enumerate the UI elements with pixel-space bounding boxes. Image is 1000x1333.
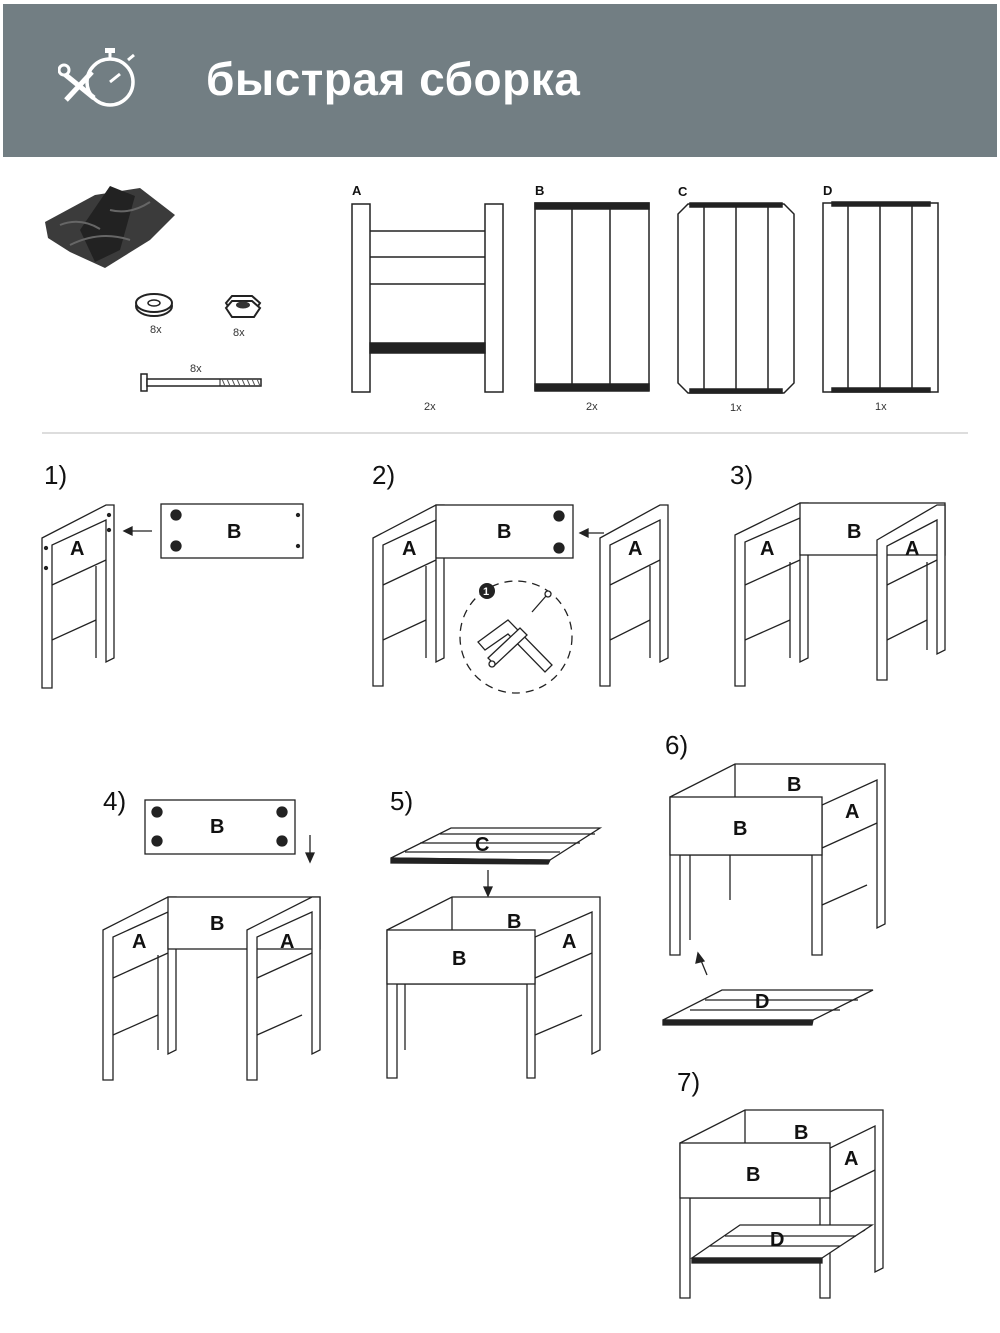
- step-6-number: 6): [665, 730, 688, 760]
- step-5-label-b-back: B: [507, 911, 521, 933]
- part-d-drawing: [822, 201, 939, 393]
- step-7-drawing: [679, 1109, 884, 1299]
- step-3-number: 3): [730, 460, 753, 490]
- step-4-label-a-right: A: [280, 931, 294, 953]
- step-2-label-a-left: A: [402, 538, 416, 560]
- part-d-letter: D: [823, 183, 832, 198]
- washer-qty: 8x: [150, 324, 162, 336]
- step-2-label-b: B: [497, 521, 511, 543]
- part-b-drawing: [534, 202, 650, 392]
- step-4-label-a-left: A: [132, 931, 146, 953]
- part-c-qty: 1x: [730, 402, 742, 414]
- step-5-label-c: C: [475, 834, 489, 856]
- part-b-letter: B: [535, 183, 544, 198]
- bolt-icon: [140, 373, 262, 392]
- step-3-label-a-right: A: [905, 538, 919, 560]
- step-2-detail-marker: 1: [483, 586, 489, 598]
- step-3-label-b: B: [847, 521, 861, 543]
- step-7-label-a: A: [844, 1148, 858, 1170]
- nut-icon: [224, 295, 262, 318]
- step-1-drawing: [41, 503, 304, 689]
- step-7-label-b-back: B: [794, 1122, 808, 1144]
- part-a-drawing: [351, 203, 504, 393]
- step-3-drawing: [734, 502, 946, 687]
- step-6-drawing: [662, 763, 886, 1026]
- part-d-qty: 1x: [875, 401, 887, 413]
- part-c-drawing: [677, 202, 795, 394]
- part-c-letter: C: [678, 184, 688, 199]
- header-banner: быстрая сборка: [3, 4, 997, 157]
- step-7-label-b-front: B: [746, 1164, 760, 1186]
- step-6-label-b-front: B: [733, 818, 747, 840]
- step-4-drawing: [102, 799, 321, 1081]
- part-a-letter: A: [352, 183, 362, 198]
- liner-bag-icon: [45, 186, 175, 268]
- washer-icon: [135, 293, 173, 317]
- quick-assembly-stopwatch-icon: [58, 48, 135, 107]
- step-3-label-a-left: A: [760, 538, 774, 560]
- step-4-label-b-top: B: [210, 816, 224, 838]
- detail-callout-marker: [479, 583, 495, 599]
- part-a-qty: 2x: [424, 401, 436, 413]
- step-7-number: 7): [677, 1067, 700, 1097]
- step-6-label-d: D: [755, 991, 769, 1013]
- step-5-label-a: A: [562, 931, 576, 953]
- step-2-drawing: [372, 504, 669, 694]
- page-title: быстрая сборка: [206, 53, 581, 105]
- step-5-number: 5): [390, 786, 413, 816]
- step-5-drawing: [386, 827, 603, 1079]
- step-4-number: 4): [103, 786, 126, 816]
- step-4-label-b: B: [210, 913, 224, 935]
- bolt-qty: 8x: [190, 363, 202, 375]
- step-1-label-b: B: [227, 521, 241, 543]
- step-2-label-a-right: A: [628, 538, 642, 560]
- step-2-number: 2): [372, 460, 395, 490]
- nut-qty: 8x: [233, 327, 245, 339]
- step-6-label-b-back: B: [787, 774, 801, 796]
- step-1-number: 1): [44, 460, 67, 490]
- step-5-label-b-front: B: [452, 948, 466, 970]
- step-1-label-a: A: [70, 538, 84, 560]
- step-6-label-a: A: [845, 801, 859, 823]
- part-b-qty: 2x: [586, 401, 598, 413]
- step-7-label-d: D: [770, 1229, 784, 1251]
